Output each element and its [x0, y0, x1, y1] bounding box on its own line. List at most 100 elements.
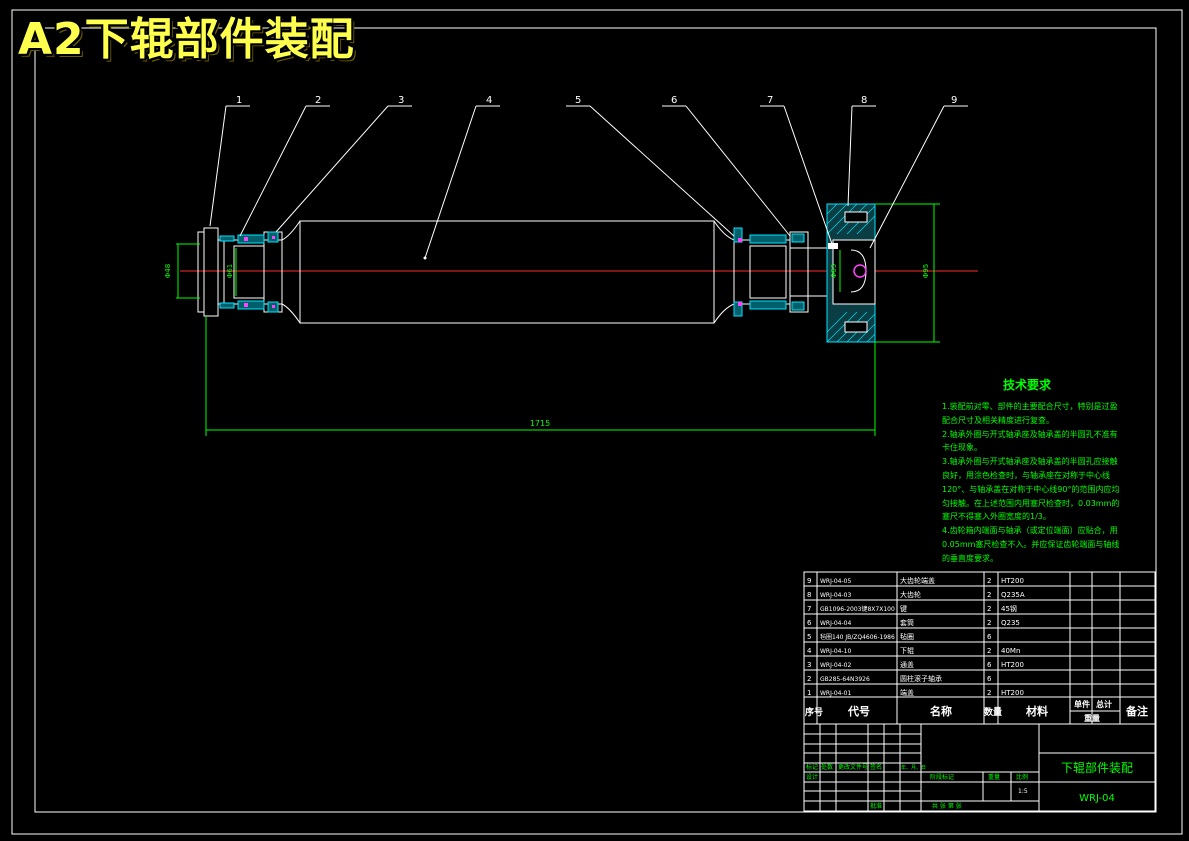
- inner-border: [34, 27, 1157, 813]
- parts-cell-code: WRJ-04-10: [820, 648, 851, 655]
- parts-cell-no: 4: [807, 647, 812, 655]
- parts-cell-no: 2: [807, 675, 811, 683]
- parts-cell-no: 7: [807, 605, 811, 613]
- left-seal: [244, 236, 275, 308]
- parts-cell-material: Q235A: [1001, 591, 1025, 599]
- parts-list: [803, 571, 1156, 725]
- parts-cell-material: HT200: [1001, 577, 1024, 585]
- parts-cell-qty: 6: [987, 661, 992, 669]
- parts-cell-qty: 2: [987, 591, 991, 599]
- label-stage: 阶段标记: [930, 773, 954, 781]
- parts-cell-qty: 6: [987, 675, 992, 683]
- parts-cell-code: GB1096-2003键8X7X100: [820, 605, 895, 613]
- parts-cell-code: 毡圈140 JB/ZQ4606-1986: [820, 633, 895, 641]
- parts-cell-no: 1: [807, 689, 811, 697]
- parts-cell-qty: 6: [987, 633, 992, 641]
- parts-cell-qty: 2: [987, 605, 991, 613]
- balloon-labels: 1 2 3 4 5 6 7 8 9: [236, 95, 957, 106]
- dim-right-dia-a: Φ63: [830, 264, 838, 278]
- right-bearing-hatch: [733, 227, 805, 317]
- balloon-3: 3: [398, 95, 404, 106]
- balloon-6: 6: [671, 95, 677, 106]
- parts-cell-material: 45钢: [1001, 604, 1017, 613]
- header-name: 名称: [930, 704, 952, 718]
- parts-cell-material: 40Mn: [1001, 647, 1020, 655]
- parts-cell-qty: 2: [987, 647, 991, 655]
- drawing-title: A2下辊部件装配: [18, 14, 355, 65]
- tech-req-list: 1.装配前对零、部件的主要配合尺寸，特别是过盈配合尺寸及相关精度进行复查。 2.…: [942, 400, 1122, 566]
- parts-cell-code: GB285-64N3926: [820, 676, 870, 683]
- parts-cell-qty: 2: [987, 619, 991, 627]
- parts-cell-material: HT200: [1001, 689, 1024, 697]
- balloon-7: 7: [767, 95, 773, 106]
- header-remark: 备注: [1125, 704, 1148, 718]
- parts-cell-no: 5: [807, 633, 811, 641]
- parts-cell-name: 毡圈: [900, 632, 914, 641]
- label-mark: 标记: [806, 763, 818, 771]
- parts-cell-name: 套筒: [900, 618, 914, 627]
- balloon-2: 2: [315, 95, 321, 106]
- header-qty: 数量: [984, 706, 1002, 718]
- parts-cell-name: 端盖: [900, 688, 914, 697]
- tech-req-item-1: 1.装配前对零、部件的主要配合尺寸，特别是过盈配合尺寸及相关精度进行复查。: [942, 402, 1118, 425]
- parts-cell-name: 下辊: [900, 646, 914, 655]
- dim-left-dia-b: Φ61: [226, 264, 234, 278]
- parts-cell-code: WRJ-04-04: [820, 620, 851, 627]
- label-approve: 批准: [870, 802, 882, 810]
- balloon-9: 9: [951, 95, 957, 106]
- tech-req-title: 技术要求: [1003, 378, 1052, 392]
- roller-body: [281, 220, 735, 324]
- label-signature: 签名: [870, 763, 882, 771]
- dim-right-dia-b: Φ95: [922, 264, 930, 278]
- parts-cell-qty: 2: [987, 577, 991, 585]
- parts-cell-material: HT200: [1001, 661, 1024, 669]
- parts-cell-code: WRJ-04-02: [820, 662, 851, 669]
- parts-cell-code: WRJ-04-01: [820, 690, 851, 697]
- dim-left-dia-a: Φ48: [164, 264, 172, 278]
- balloon-4: 4: [486, 95, 492, 106]
- parts-list-header: 序号 代号 名称 数量 材料 单件 总计 重量 备注: [805, 699, 1148, 723]
- label-sheets: 共 张 第 张: [932, 802, 962, 810]
- outer-border: [11, 9, 1183, 835]
- tech-req-item-2: 2.轴承外圈与开式轴承座及轴承盖的半圆孔不准有卡住现象。: [942, 429, 1118, 453]
- tech-req-item-4: 4.齿轮箱内端面与轴承（或定位端面）应贴合，用0.05mm塞尺检查不入。并应保证…: [942, 526, 1120, 563]
- header-code: 代号: [847, 704, 870, 718]
- parts-cell-no: 3: [807, 661, 811, 669]
- parts-cell-name: 圆柱滚子轴承: [900, 674, 942, 683]
- parts-cell-no: 9: [807, 577, 811, 585]
- parts-cell-name: 大齿轮端盖: [900, 576, 935, 585]
- title-block: [803, 723, 1156, 812]
- tech-req-item-3: 3.轴承外圈与开式轴承座及轴承盖的半圆孔应接触良好，用涂色检查时，与轴承座在对称…: [942, 457, 1120, 522]
- header-total: 总计: [1096, 699, 1112, 709]
- balloon-1: 1: [236, 95, 242, 106]
- right-seal: [738, 238, 742, 306]
- title-block-labels: 标记 处数 更改文件号 签名 年、月、日 设计 批准 阶段标记 重量 比例 共 …: [806, 763, 1028, 810]
- parts-cell-name: 通盖: [900, 660, 914, 669]
- parts-cell-name: 键: [900, 604, 907, 613]
- dim-overall-length: 1715: [530, 419, 550, 428]
- header-weight: 重量: [1084, 713, 1100, 723]
- label-scale: 1:5: [1018, 788, 1028, 795]
- balloon-5: 5: [575, 95, 581, 106]
- label-ratio: 比例: [1016, 773, 1028, 781]
- header-no: 序号: [805, 706, 823, 718]
- header-material: 材料: [1026, 704, 1048, 718]
- right-bearing-assembly: [733, 231, 829, 313]
- label-count: 处数: [821, 763, 833, 771]
- label-change-doc: 更改文件号: [838, 763, 868, 771]
- header-unit: 单件: [1074, 699, 1090, 709]
- parts-cell-no: 6: [807, 619, 812, 627]
- parts-cell-no: 8: [807, 591, 811, 599]
- drawing-name: 下辊部件装配: [1061, 760, 1133, 775]
- dimension-lines: [176, 203, 940, 436]
- label-design: 设计: [806, 773, 818, 781]
- parts-cell-qty: 2: [987, 689, 991, 697]
- drawing-number: WRJ-04: [1079, 793, 1115, 804]
- label-date: 年、月、日: [901, 764, 926, 771]
- parts-cell-code: WRJ-04-03: [820, 592, 851, 599]
- parts-cell-code: WRJ-04-05: [820, 578, 851, 585]
- label-weight: 重量: [988, 773, 1000, 781]
- parts-cell-name: 大齿轮: [900, 590, 921, 599]
- parts-cell-material: Q235: [1001, 619, 1020, 627]
